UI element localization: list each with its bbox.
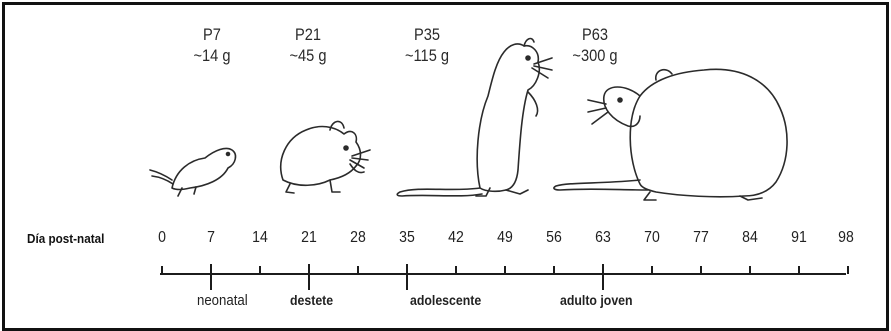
tick-label: 91 (781, 229, 816, 247)
rat-adolescent-icon (397, 39, 552, 196)
tick-label: 42 (438, 229, 473, 247)
axis-title: Día post-natal (27, 231, 104, 246)
rat-pup-icon (150, 148, 235, 196)
period-destete: destete (290, 292, 333, 308)
tick-label: 0 (144, 229, 179, 247)
tick-label: 28 (340, 229, 375, 247)
rat-weanling-icon (281, 121, 370, 193)
tick-label: 49 (487, 229, 522, 247)
tick-marks (162, 264, 848, 290)
timeline-axis (160, 264, 848, 290)
tick-label: 70 (634, 229, 669, 247)
tick-label: 7 (193, 229, 228, 247)
tick-label: 35 (389, 229, 424, 247)
tick-label: 21 (291, 229, 326, 247)
period-adolescente: adolescente (410, 292, 481, 308)
tick-label: 14 (242, 229, 277, 247)
rat-adult-icon (554, 69, 787, 200)
tick-label: 98 (828, 229, 863, 247)
tick-label: 63 (585, 229, 620, 247)
tick-label: 84 (732, 229, 767, 247)
tick-label: 56 (536, 229, 571, 247)
period-adulto-joven: adulto joven (560, 292, 633, 308)
tick-label: 77 (683, 229, 718, 247)
period-neonatal: neonatal (197, 292, 248, 309)
